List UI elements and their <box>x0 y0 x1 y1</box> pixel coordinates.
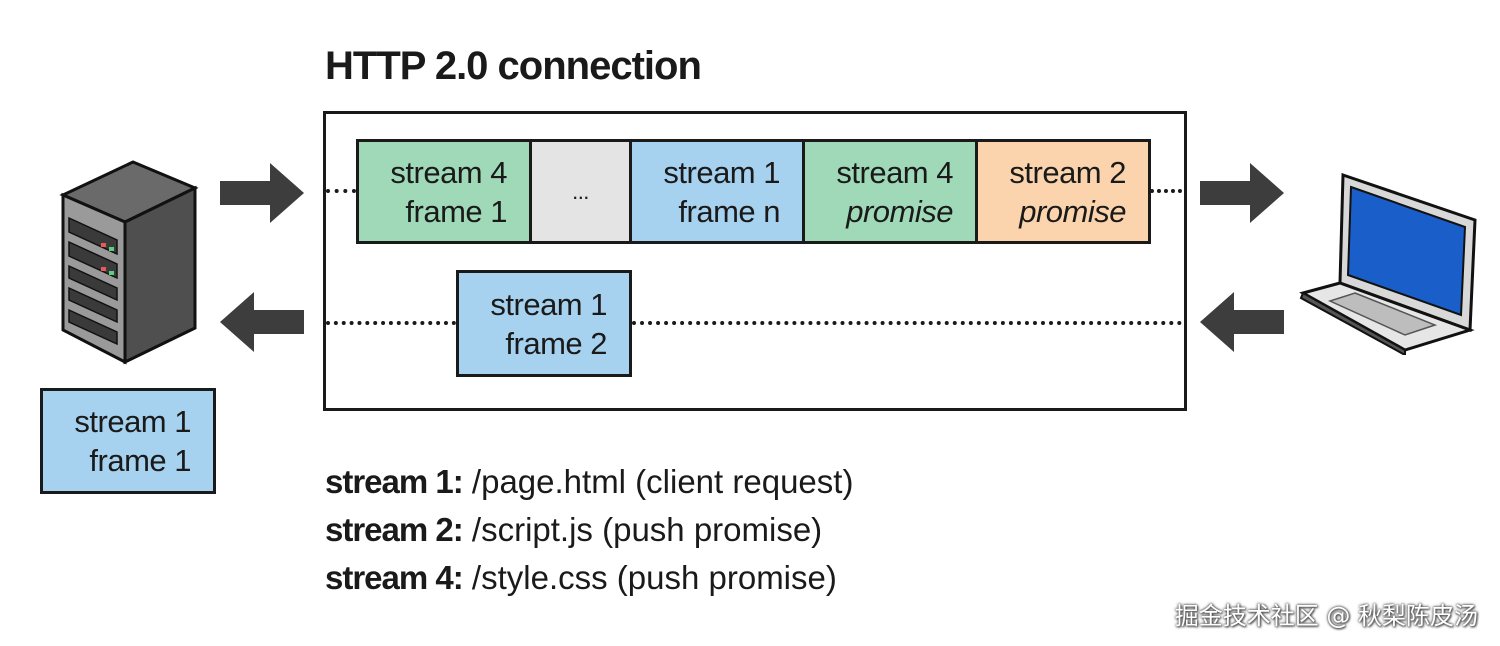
frame-label-line1: stream 1 <box>490 286 607 322</box>
frame-label-line1: stream 4 <box>836 154 953 190</box>
frame-label-line1: ... <box>572 179 589 204</box>
frame-label-line1: stream 2 <box>1009 154 1126 190</box>
arrow-left-icon <box>1200 292 1284 352</box>
incoming-dotted-line <box>632 321 1182 325</box>
legend-stream: stream 4: <box>325 559 464 596</box>
outgoing-dotted-line <box>326 189 356 193</box>
frame-stream2-promise: stream 2 promise <box>975 139 1151 244</box>
frame-stream4-promise: stream 4 promise <box>802 139 978 244</box>
frame-label-line2: frame 1 <box>89 443 191 478</box>
arrow-right-icon <box>220 163 304 223</box>
frame-label-line2: promise <box>1019 193 1126 229</box>
frame-stream1-frame1-received: stream 1 frame 1 <box>40 388 216 494</box>
frame-label-line2: frame 1 <box>405 193 507 229</box>
server-icon <box>59 160 199 365</box>
frame-label-line1: stream 1 <box>663 154 780 190</box>
frame-label-line2: promise <box>846 193 953 229</box>
laptop-icon <box>1299 172 1477 355</box>
legend-row: stream 4: /style.css (push promise) <box>325 554 853 602</box>
diagram-title: HTTP 2.0 connection <box>325 44 702 88</box>
legend-detail: /page.html (client request) <box>462 463 854 500</box>
outgoing-dotted-line <box>1150 189 1182 193</box>
frame-label-line2: frame 2 <box>505 325 607 361</box>
frame-label-line1: stream 4 <box>390 154 507 190</box>
legend-row: stream 1: /page.html (client request) <box>325 458 853 506</box>
legend-detail: /script.js (push promise) <box>462 511 823 548</box>
incoming-dotted-line <box>326 321 456 325</box>
frame-stream4-frame1: stream 4 frame 1 <box>356 139 532 244</box>
frame-stream1-framen: stream 1 frame n <box>629 139 805 244</box>
frame-label-line1: stream 1 <box>74 404 191 439</box>
frame-stream1-frame2: stream 1 frame 2 <box>456 270 632 377</box>
arrow-left-icon <box>220 292 304 352</box>
legend-stream: stream 2: <box>325 511 464 548</box>
legend-stream: stream 1: <box>325 463 464 500</box>
legend-detail: /style.css (push promise) <box>462 559 837 596</box>
legend-row: stream 2: /script.js (push promise) <box>325 506 853 554</box>
frame-label-line2: frame n <box>678 193 780 229</box>
frame-ellipsis: ... <box>529 139 632 244</box>
arrow-right-icon <box>1200 163 1284 223</box>
stream-legend: stream 1: /page.html (client request) st… <box>325 458 853 602</box>
watermark: 掘金技术社区 @ 秋梨陈皮汤 <box>1174 602 1478 630</box>
